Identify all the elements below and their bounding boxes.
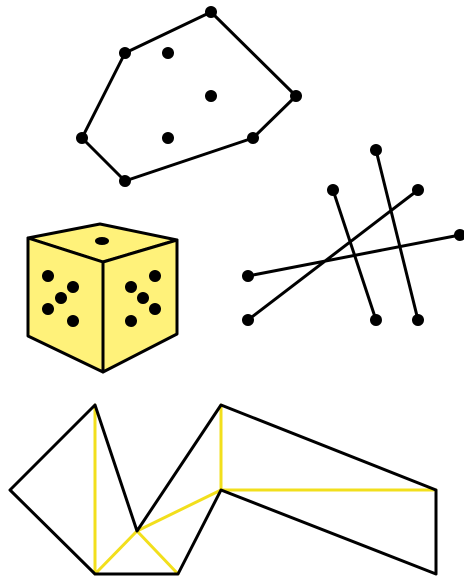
hull-point <box>76 132 88 144</box>
endpoint <box>412 314 424 326</box>
pip <box>149 303 161 315</box>
hull-point <box>119 175 131 187</box>
hull-point <box>247 132 259 144</box>
endpoint <box>242 314 254 326</box>
segment-intersection-figure <box>242 144 464 326</box>
endpoint <box>412 184 424 196</box>
endpoint <box>327 184 339 196</box>
hull-point <box>119 47 131 59</box>
hull-point <box>205 6 217 18</box>
endpoint <box>454 229 464 241</box>
pip <box>95 237 109 245</box>
pip <box>67 315 79 327</box>
segment <box>248 235 460 276</box>
convex-hull-outline <box>82 12 296 181</box>
convex-hull-figure <box>76 6 302 187</box>
pip <box>125 281 137 293</box>
pip <box>55 292 67 304</box>
dice-left-face <box>28 238 103 372</box>
interior-point <box>205 90 217 102</box>
interior-point <box>162 47 174 59</box>
segment <box>248 190 418 320</box>
triangulation-diagonals <box>95 405 436 574</box>
pip <box>149 270 161 282</box>
hull-point <box>290 90 302 102</box>
diagonal <box>95 531 137 574</box>
pip <box>125 315 137 327</box>
dice-figure <box>28 224 177 372</box>
segment <box>376 150 418 320</box>
pip <box>42 270 54 282</box>
pip <box>42 303 54 315</box>
polygon-triangulation-figure <box>10 405 436 574</box>
interior-point <box>162 132 174 144</box>
endpoint <box>370 314 382 326</box>
pip <box>67 281 79 293</box>
diagonal <box>137 531 178 574</box>
endpoint <box>370 144 382 156</box>
endpoint <box>242 270 254 282</box>
pip <box>137 292 149 304</box>
dice-right-face <box>103 240 177 372</box>
